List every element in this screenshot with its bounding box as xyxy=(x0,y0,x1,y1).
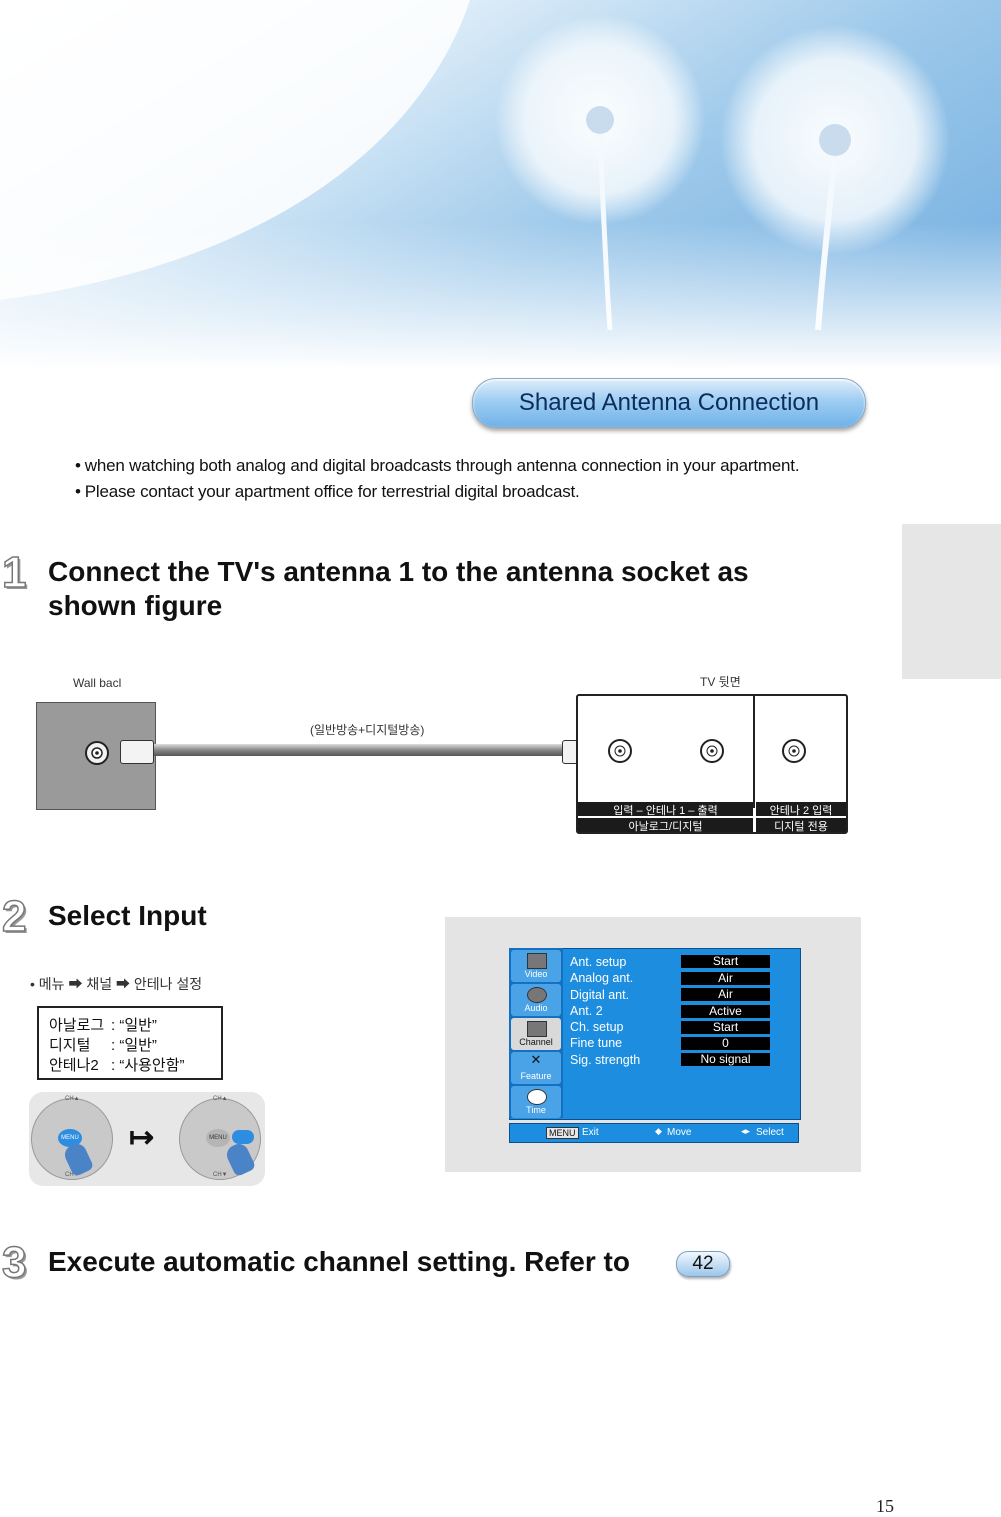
osd-row-value[interactable]: Start xyxy=(681,1021,770,1034)
intro-bullet: •when watching both analog and digital b… xyxy=(75,456,800,476)
section-title-badge: Shared Antenna Connection xyxy=(472,378,866,428)
footer-move: Move xyxy=(667,1127,692,1138)
osd-tab-feature[interactable]: ✕ Feature xyxy=(511,1052,561,1084)
speaker-icon xyxy=(527,987,547,1003)
osd-row-label: Ant. 2 xyxy=(570,1004,603,1018)
setting-key: 디지털 xyxy=(49,1037,91,1054)
ch-down-label: CH▼ xyxy=(213,1172,228,1178)
menu-key-badge: MENU xyxy=(546,1127,579,1139)
menu-button: MENU xyxy=(58,1129,82,1147)
cable-plug-left xyxy=(120,740,154,764)
page-number: 15 xyxy=(876,1496,894,1516)
osd-row-label: Ant. setup xyxy=(570,955,627,969)
osd-row-label: Fine tune xyxy=(570,1036,623,1050)
osd-tab-channel[interactable]: Channel xyxy=(511,1018,561,1050)
menu-button: MENU xyxy=(206,1129,230,1147)
osd-tab-label: Time xyxy=(526,1105,546,1115)
osd-row-label: Sig. strength xyxy=(570,1053,641,1067)
osd-row-label: Ch. setup xyxy=(570,1020,624,1034)
setting-row: 아날로그 : “일반” xyxy=(49,1014,157,1035)
step-1-text: Connect the TV's antenna 1 to the antenn… xyxy=(48,555,749,623)
osd-tab-label: Audio xyxy=(524,1003,548,1013)
ch-up-label: CH▲ xyxy=(65,1096,80,1102)
setting-key: 안테나2 xyxy=(49,1057,99,1074)
bullet-glyph: • xyxy=(75,456,81,475)
step-number: 2 xyxy=(1,891,27,942)
setting-value: : “일반” xyxy=(111,1037,157,1054)
page-reference-link[interactable]: 42 xyxy=(676,1251,730,1277)
tv-back-label: TV 뒷면 xyxy=(700,675,741,689)
osd-sidebar: Video Audio Channel ✕ Feature Time xyxy=(509,948,563,1118)
wall-socket-icon xyxy=(85,741,109,765)
osd-row-value[interactable]: Air xyxy=(681,988,770,1001)
osd-row-label: Digital ant. xyxy=(570,988,630,1002)
step-2-text: Select Input xyxy=(48,900,207,931)
antenna2-sublabel: 디지털 전용 xyxy=(756,818,846,833)
antenna1-label: 입력 – 안테나 1 – 출력 xyxy=(578,802,753,817)
osd-tab-label: Video xyxy=(524,969,548,979)
osd-row-value[interactable]: Start xyxy=(681,955,770,968)
setting-key: 아날로그 xyxy=(49,1017,105,1034)
osd-row-value: No signal xyxy=(681,1053,770,1066)
osd-tab-label: Channel xyxy=(519,1037,553,1047)
step-3-text: Execute automatic channel setting. Refer… xyxy=(48,1246,630,1277)
ch-down-label: CH▼ xyxy=(65,1172,80,1178)
osd-tab-label: Feature xyxy=(520,1071,552,1081)
step-1-line: Connect the TV's antenna 1 to the antenn… xyxy=(48,556,749,587)
clock-icon xyxy=(527,1089,547,1105)
remote-illustration: MENU CH▲ CH▼ ↦ MENU CH▲ CH▼ xyxy=(29,1092,265,1186)
bullet-glyph: • xyxy=(75,482,81,501)
setting-value: : “일반” xyxy=(111,1017,157,1034)
intro-bullet-text: when watching both analog and digital br… xyxy=(84,456,800,475)
menu-path: • 메뉴 ➡ 채널 ➡ 안테나 설정 xyxy=(30,976,203,992)
tv-back-panel: 입력 – 안테나 1 – 출력 안테나 2 입력 아날로그/디지털 디지털 전용 xyxy=(576,694,848,834)
left-right-arrow-icon: ◂▸ xyxy=(741,1126,751,1136)
osd-footer-bar: MENU Exit ◆ Move ◂▸ Select xyxy=(509,1123,799,1143)
osd-tab-time[interactable]: Time xyxy=(511,1086,561,1118)
panel-divider xyxy=(753,696,755,808)
setting-value: : “사용안함” xyxy=(111,1057,185,1074)
setting-row: 디지털 : “일반” xyxy=(49,1034,157,1055)
video-icon xyxy=(527,953,547,969)
osd-tab-video[interactable]: Video xyxy=(511,950,561,982)
chapter-side-tab xyxy=(902,524,1001,679)
intro-bullet: •Please contact your apartment office fo… xyxy=(75,482,580,502)
ch-up-label: CH▲ xyxy=(213,1096,228,1102)
wall-label: Wall bacl xyxy=(73,676,122,690)
antenna-settings-box: 아날로그 : “일반” 디지털 : “일반” 안테나2 : “사용안함” xyxy=(37,1006,223,1080)
antenna1-sublabel: 아날로그/디지털 xyxy=(578,818,753,833)
channel-icon xyxy=(527,1021,547,1037)
up-down-arrow-icon: ◆ xyxy=(655,1126,662,1136)
right-key-highlight xyxy=(232,1130,254,1144)
step-number: 3 xyxy=(1,1237,27,1288)
tv-antenna-ports-icon xyxy=(608,739,806,763)
osd-row-value[interactable]: 0 xyxy=(681,1037,770,1050)
osd-tab-audio[interactable]: Audio xyxy=(511,984,561,1016)
hero-dandelion-image xyxy=(0,0,1001,370)
setting-row: 안테나2 : “사용안함” xyxy=(49,1054,185,1075)
antenna-cable xyxy=(144,744,576,756)
intro-bullet-text: Please contact your apartment office for… xyxy=(84,482,580,501)
section-title: Shared Antenna Connection xyxy=(518,389,820,416)
step-number: 1 xyxy=(1,547,27,598)
step-1-line: shown figure xyxy=(48,590,223,621)
next-arrow-icon: ↦ xyxy=(129,1121,155,1154)
footer-select: Select xyxy=(756,1127,784,1138)
tools-icon: ✕ xyxy=(530,1052,542,1067)
osd-row-label: Analog ant. xyxy=(570,971,634,985)
osd-row-value[interactable]: Active xyxy=(681,1005,770,1018)
antenna2-label: 안테나 2 입력 xyxy=(756,802,846,817)
osd-row-value[interactable]: Air xyxy=(681,972,770,985)
footer-exit: Exit xyxy=(582,1127,599,1138)
cable-label: (일반방송+디지털방송) xyxy=(310,723,425,737)
